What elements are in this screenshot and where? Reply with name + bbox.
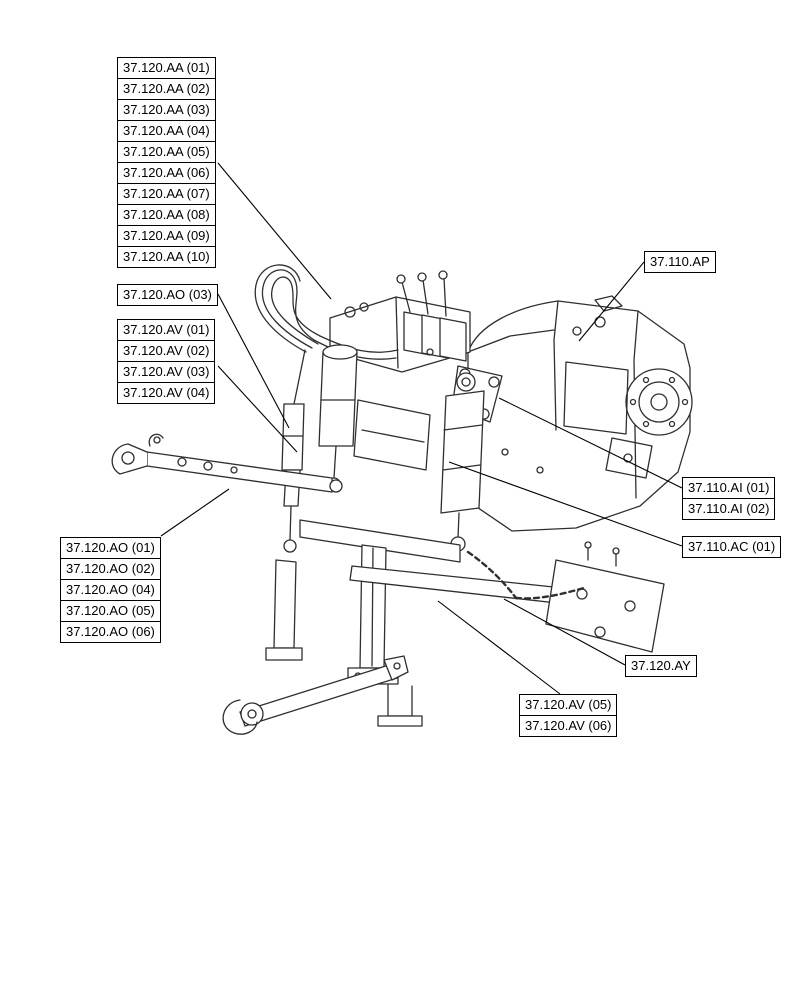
callout-37-120-ao-05[interactable]: 37.120.AO (05) bbox=[60, 600, 161, 622]
callout-group-37-120-av-lower: 37.120.AV (05) 37.120.AV (06) bbox=[519, 694, 618, 737]
hydraulic-hoses bbox=[261, 269, 315, 349]
callout-37-110-ai-01[interactable]: 37.110.AI (01) bbox=[682, 477, 776, 499]
callout-37-120-ao-01[interactable]: 37.120.AO (01) bbox=[60, 537, 161, 559]
callout-37-120-aa-03[interactable]: 37.120.AA (03) bbox=[117, 99, 216, 121]
callout-group-37-120-ay: 37.120.AY bbox=[625, 655, 697, 677]
callout-37-110-ap[interactable]: 37.110.AP bbox=[644, 251, 716, 273]
callout-37-120-ao-02[interactable]: 37.120.AO (02) bbox=[60, 558, 161, 580]
callout-37-120-aa-09[interactable]: 37.120.AA (09) bbox=[117, 225, 216, 247]
callout-37-120-ao-06[interactable]: 37.120.AO (06) bbox=[60, 621, 161, 643]
callout-37-120-av-05[interactable]: 37.120.AV (05) bbox=[519, 694, 618, 716]
callout-group-37-120-aa: 37.120.AA (01) 37.120.AA (02) 37.120.AA … bbox=[117, 57, 216, 268]
lift-cylinder bbox=[440, 390, 485, 514]
callout-group-37-110-ap: 37.110.AP bbox=[644, 251, 716, 273]
callout-37-120-aa-05[interactable]: 37.120.AA (05) bbox=[117, 141, 216, 163]
callout-37-120-aa-08[interactable]: 37.120.AA (08) bbox=[117, 204, 216, 226]
callout-37-120-aa-07[interactable]: 37.120.AA (07) bbox=[117, 183, 216, 205]
drawbar bbox=[239, 663, 398, 727]
callout-37-120-ao-04[interactable]: 37.120.AO (04) bbox=[60, 579, 161, 601]
callout-37-110-ac-01[interactable]: 37.110.AC (01) bbox=[682, 536, 782, 558]
callout-group-37-120-av-upper: 37.120.AV (01) 37.120.AV (02) 37.120.AV … bbox=[117, 319, 216, 404]
callout-37-120-av-03[interactable]: 37.120.AV (03) bbox=[117, 361, 216, 383]
callout-37-120-aa-10[interactable]: 37.120.AA (10) bbox=[117, 246, 216, 268]
callout-37-120-aa-06[interactable]: 37.120.AA (06) bbox=[117, 162, 216, 184]
callout-37-120-ay[interactable]: 37.120.AY bbox=[625, 655, 697, 677]
callout-group-37-110-ac: 37.110.AC (01) bbox=[682, 536, 782, 558]
stabilizer-chain bbox=[466, 550, 518, 600]
callout-37-120-av-04[interactable]: 37.120.AV (04) bbox=[117, 382, 216, 404]
callout-37-120-av-06[interactable]: 37.120.AV (06) bbox=[519, 715, 618, 737]
left-lower-link bbox=[146, 451, 333, 493]
callout-37-110-ai-02[interactable]: 37.110.AI (02) bbox=[682, 498, 776, 520]
callout-group-37-120-ao-03: 37.120.AO (03) bbox=[117, 284, 218, 306]
callout-37-120-aa-02[interactable]: 37.120.AA (02) bbox=[117, 78, 216, 100]
callout-group-37-110-ai: 37.110.AI (01) 37.110.AI (02) bbox=[682, 477, 776, 520]
callout-37-120-ao-03[interactable]: 37.120.AO (03) bbox=[117, 284, 218, 306]
callout-group-37-120-ao-lower: 37.120.AO (01) 37.120.AO (02) 37.120.AO … bbox=[60, 537, 161, 643]
callout-37-120-av-01[interactable]: 37.120.AV (01) bbox=[117, 319, 216, 341]
leader-lines bbox=[160, 162, 683, 695]
callout-37-120-aa-01[interactable]: 37.120.AA (01) bbox=[117, 57, 216, 79]
callout-37-120-av-02[interactable]: 37.120.AV (02) bbox=[117, 340, 216, 362]
callout-37-120-aa-04[interactable]: 37.120.AA (04) bbox=[117, 120, 216, 142]
